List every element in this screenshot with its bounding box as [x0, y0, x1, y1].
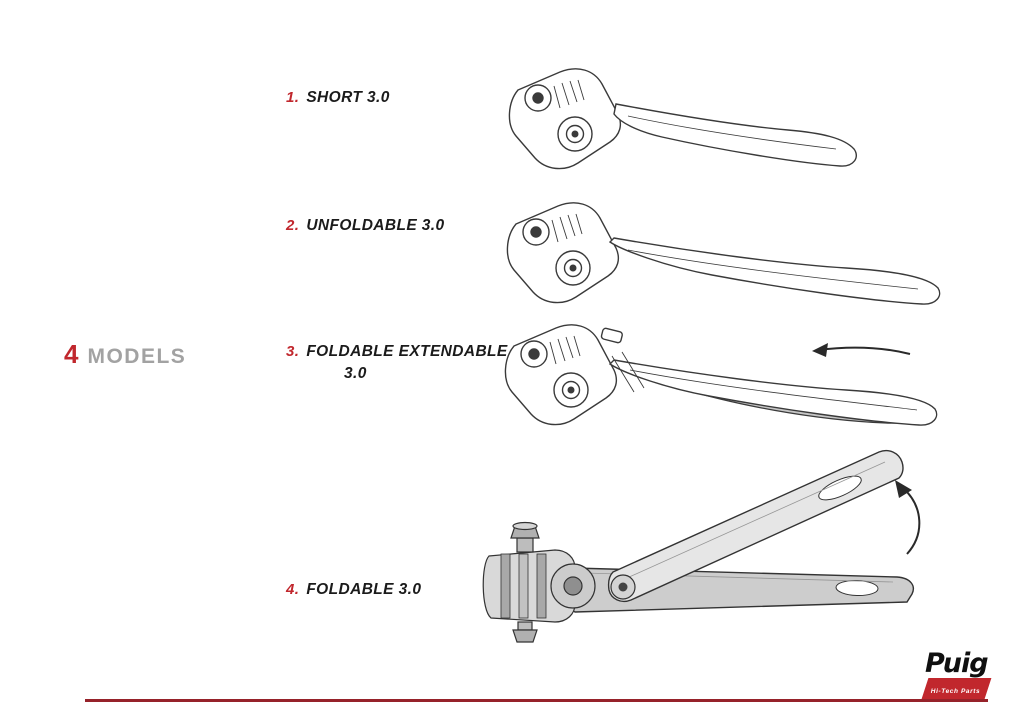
lever-blade — [608, 237, 941, 305]
model-label-foldable: 4. FOLDABLE 3.0 — [286, 580, 421, 601]
lever-blade — [608, 351, 938, 426]
model-name: FOLDABLE EXTENDABLE — [306, 343, 508, 360]
models-count: 4 — [64, 339, 79, 369]
model-name-line2: 3.0 — [344, 364, 367, 382]
puig-brand-text: Puig — [924, 648, 989, 679]
lever-foldable-extendable-illustration — [504, 324, 938, 426]
model-number: 3. — [286, 343, 300, 360]
lever-pivot-assembly — [506, 202, 620, 304]
clamp-assembly — [482, 521, 596, 643]
lever-pivot-assembly — [504, 324, 623, 426]
lever-blade — [613, 103, 858, 167]
bottom-divider-rule — [85, 699, 988, 702]
model-label-short: 1. SHORT 3.0 — [286, 88, 390, 109]
model-name: UNFOLDABLE 3.0 — [306, 217, 445, 234]
extend-direction-arrow-icon — [812, 343, 911, 357]
fold-pivot — [610, 574, 636, 600]
puig-tagline-bar: Hi-Tech Parts — [921, 678, 992, 699]
puig-logo: Puig Hi-Tech Parts — [921, 648, 992, 699]
folding-blade — [607, 449, 904, 603]
models-count-heading: 4 MODELS — [64, 341, 186, 367]
model-name: FOLDABLE 3.0 — [306, 581, 422, 598]
model-number: 1. — [286, 89, 300, 106]
fold-direction-arrow-icon — [895, 480, 921, 555]
lever-unfoldable-illustration — [506, 202, 941, 305]
model-name-line1: 3. FOLDABLE EXTENDABLE — [286, 342, 508, 363]
lever-pivot-assembly — [508, 68, 622, 170]
model-number: 2. — [286, 217, 300, 234]
model-name: SHORT 3.0 — [306, 89, 390, 106]
model-number: 4. — [286, 581, 300, 598]
lever-foldable-illustration — [482, 449, 921, 643]
lever-short-illustration — [508, 68, 858, 170]
model-label-unfoldable: 2. UNFOLDABLE 3.0 — [286, 216, 445, 237]
models-word: MODELS — [87, 345, 187, 368]
model-label-foldable-extendable: 3. FOLDABLE EXTENDABLE 3.0 — [286, 342, 508, 385]
puig-tagline-text: Hi-Tech Parts — [930, 687, 980, 695]
